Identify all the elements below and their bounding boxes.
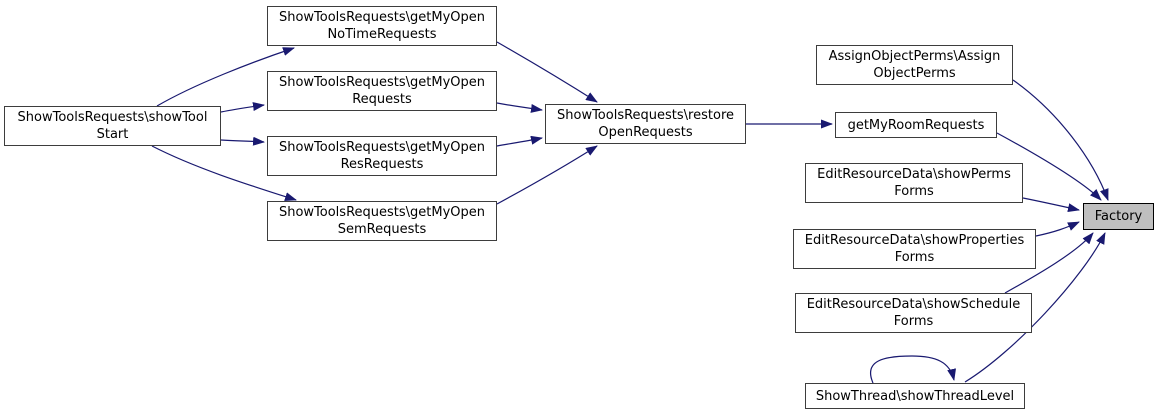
node-showToolStart[interactable]: ShowToolsRequests\showTool Start [4,106,221,146]
node-showPropertiesForms[interactable]: EditResourceData\showProperties Forms [793,229,1036,269]
edge-getMyOpenRequests-to-restoreOpenRequests [496,102,543,113]
edge-showThreadLevel-to-factory [964,232,1106,383]
edge-showPermsForms-to-factory [1022,197,1080,213]
node-showScheduleForms[interactable]: EditResourceData\showSchedule Forms [795,293,1032,333]
edge-getMyRoomRequests-to-factory [996,132,1102,201]
node-getMyOpenNoTimeRequests[interactable]: ShowToolsRequests\getMyOpen NoTimeReques… [267,6,497,46]
edge-getMyOpenNoTimeRequests-to-restoreOpenRequests [496,41,598,103]
node-getMyRoomRequests[interactable]: getMyRoomRequests [835,112,997,138]
node-restoreOpenRequests[interactable]: ShowToolsRequests\restore OpenRequests [545,104,746,144]
edge-showScheduleForms-to-factory [1004,232,1094,294]
edge-showPropertiesForms-to-factory [1035,221,1080,237]
node-showPermsForms[interactable]: EditResourceData\showPerms Forms [805,163,1023,203]
edge-showToolStart-to-getMyOpenRequests [220,102,265,113]
edge-showToolStart-to-getMyOpenResRequests [220,136,265,146]
node-getMyOpenSemRequests[interactable]: ShowToolsRequests\getMyOpen SemRequests [267,201,497,241]
node-showThreadLevel[interactable]: ShowThread\showThreadLevel [805,383,1025,409]
node-assignObjectPerms[interactable]: AssignObjectPerms\Assign ObjectPerms [816,45,1013,85]
edge-getMyOpenSemRequests-to-restoreOpenRequests [496,145,598,205]
node-getMyOpenResRequests[interactable]: ShowToolsRequests\getMyOpen ResRequests [267,136,497,176]
edge-showThreadLevel-self-loop [870,355,956,384]
edge-showToolStart-to-getMyOpenNoTimeRequests [156,47,295,107]
node-getMyOpenRequests[interactable]: ShowToolsRequests\getMyOpen Requests [267,71,497,111]
node-factory-selected: Factory [1083,203,1154,230]
edge-showToolStart-to-getMyOpenSemRequests [151,145,297,201]
edge-getMyOpenResRequests-to-restoreOpenRequests [496,135,543,147]
edge-assignObjectPerms-to-factory [1012,79,1109,201]
